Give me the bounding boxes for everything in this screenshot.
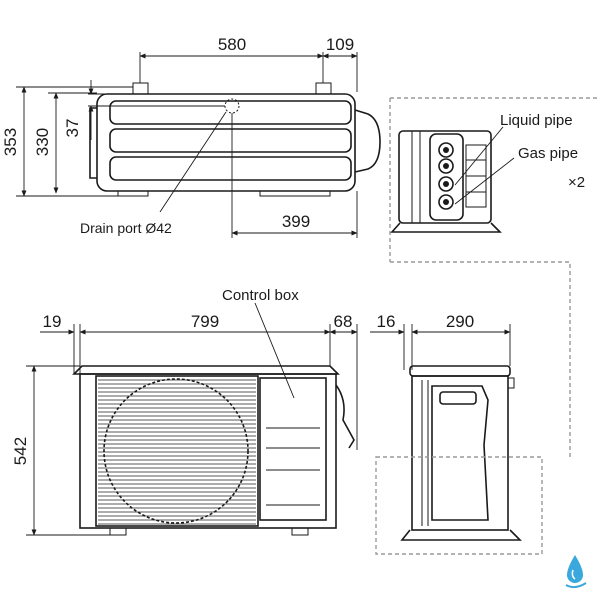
top-view: 580 109 353 330 37 399 Drain port Ø42 xyxy=(1,35,381,238)
top-view-foot xyxy=(315,82,332,95)
liquid-pipe-label: Liquid pipe xyxy=(500,112,573,129)
top-view-valve-cover xyxy=(354,109,381,173)
valve-panel xyxy=(429,133,464,221)
side-body xyxy=(411,375,509,531)
fan-grille-lines xyxy=(98,379,256,525)
front-foot xyxy=(109,527,127,536)
dim-109-label: 109 xyxy=(326,35,354,54)
side-panel xyxy=(431,385,489,521)
top-view-foot xyxy=(259,190,331,197)
control-box xyxy=(259,377,327,521)
top-view-foot xyxy=(132,82,149,95)
side-base xyxy=(400,529,522,541)
drain-port-leader xyxy=(159,111,227,213)
dim-399-label: 399 xyxy=(282,212,310,231)
valve-dot xyxy=(443,147,449,153)
top-view-slot xyxy=(109,100,352,125)
control-box-label: Control box xyxy=(222,287,299,304)
front-view: Control box 19 799 68 542 xyxy=(11,287,358,536)
dim-68-label: 68 xyxy=(334,312,353,331)
side-handle xyxy=(439,391,477,405)
front-foot xyxy=(291,527,309,536)
control-box-leader xyxy=(254,302,295,399)
valve-port xyxy=(438,176,454,192)
side-tab xyxy=(507,377,515,389)
valve-port xyxy=(438,158,454,174)
front-right-panel xyxy=(335,384,355,449)
water-drop-icon xyxy=(565,555,587,589)
pipe-detail-view: Liquid pipe Gas pipe ×2 xyxy=(389,97,600,460)
pipe-detail-callout-box xyxy=(375,456,543,555)
fan-circle xyxy=(103,378,249,524)
side-top-cover xyxy=(409,365,511,377)
dim-290-label: 290 xyxy=(446,312,474,331)
top-view-slot xyxy=(109,128,352,153)
dim-19-label: 19 xyxy=(43,312,62,331)
top-view-body xyxy=(96,93,356,192)
valve-dot xyxy=(443,181,449,187)
pipe-detail-housing xyxy=(398,130,492,224)
dim-16-label: 16 xyxy=(377,312,396,331)
dim-330-label: 330 xyxy=(33,128,52,156)
drain-port-label: Drain port Ø42 xyxy=(80,220,172,236)
valve-port xyxy=(438,142,454,158)
dim-37-label: 37 xyxy=(63,119,82,138)
gas-pipe-label: Gas pipe xyxy=(518,145,578,162)
dim-580-label: 580 xyxy=(218,35,246,54)
valve-port xyxy=(438,194,454,210)
dim-799-label: 799 xyxy=(191,312,219,331)
gas-pipe-leader xyxy=(454,157,515,205)
front-top-cover xyxy=(72,365,340,375)
top-view-slot xyxy=(109,156,352,181)
valve-dot xyxy=(443,163,449,169)
pipe-detail-base xyxy=(390,222,502,233)
liquid-pipe-leader xyxy=(454,126,504,186)
dim-542-label: 542 xyxy=(11,437,30,465)
dim-353-label: 353 xyxy=(1,128,20,156)
fan-grille xyxy=(95,375,259,527)
top-view-foot xyxy=(117,190,149,197)
multiplier-label: ×2 xyxy=(568,174,585,191)
side-view: 16 290 xyxy=(370,312,543,555)
valve-dot xyxy=(443,199,449,205)
